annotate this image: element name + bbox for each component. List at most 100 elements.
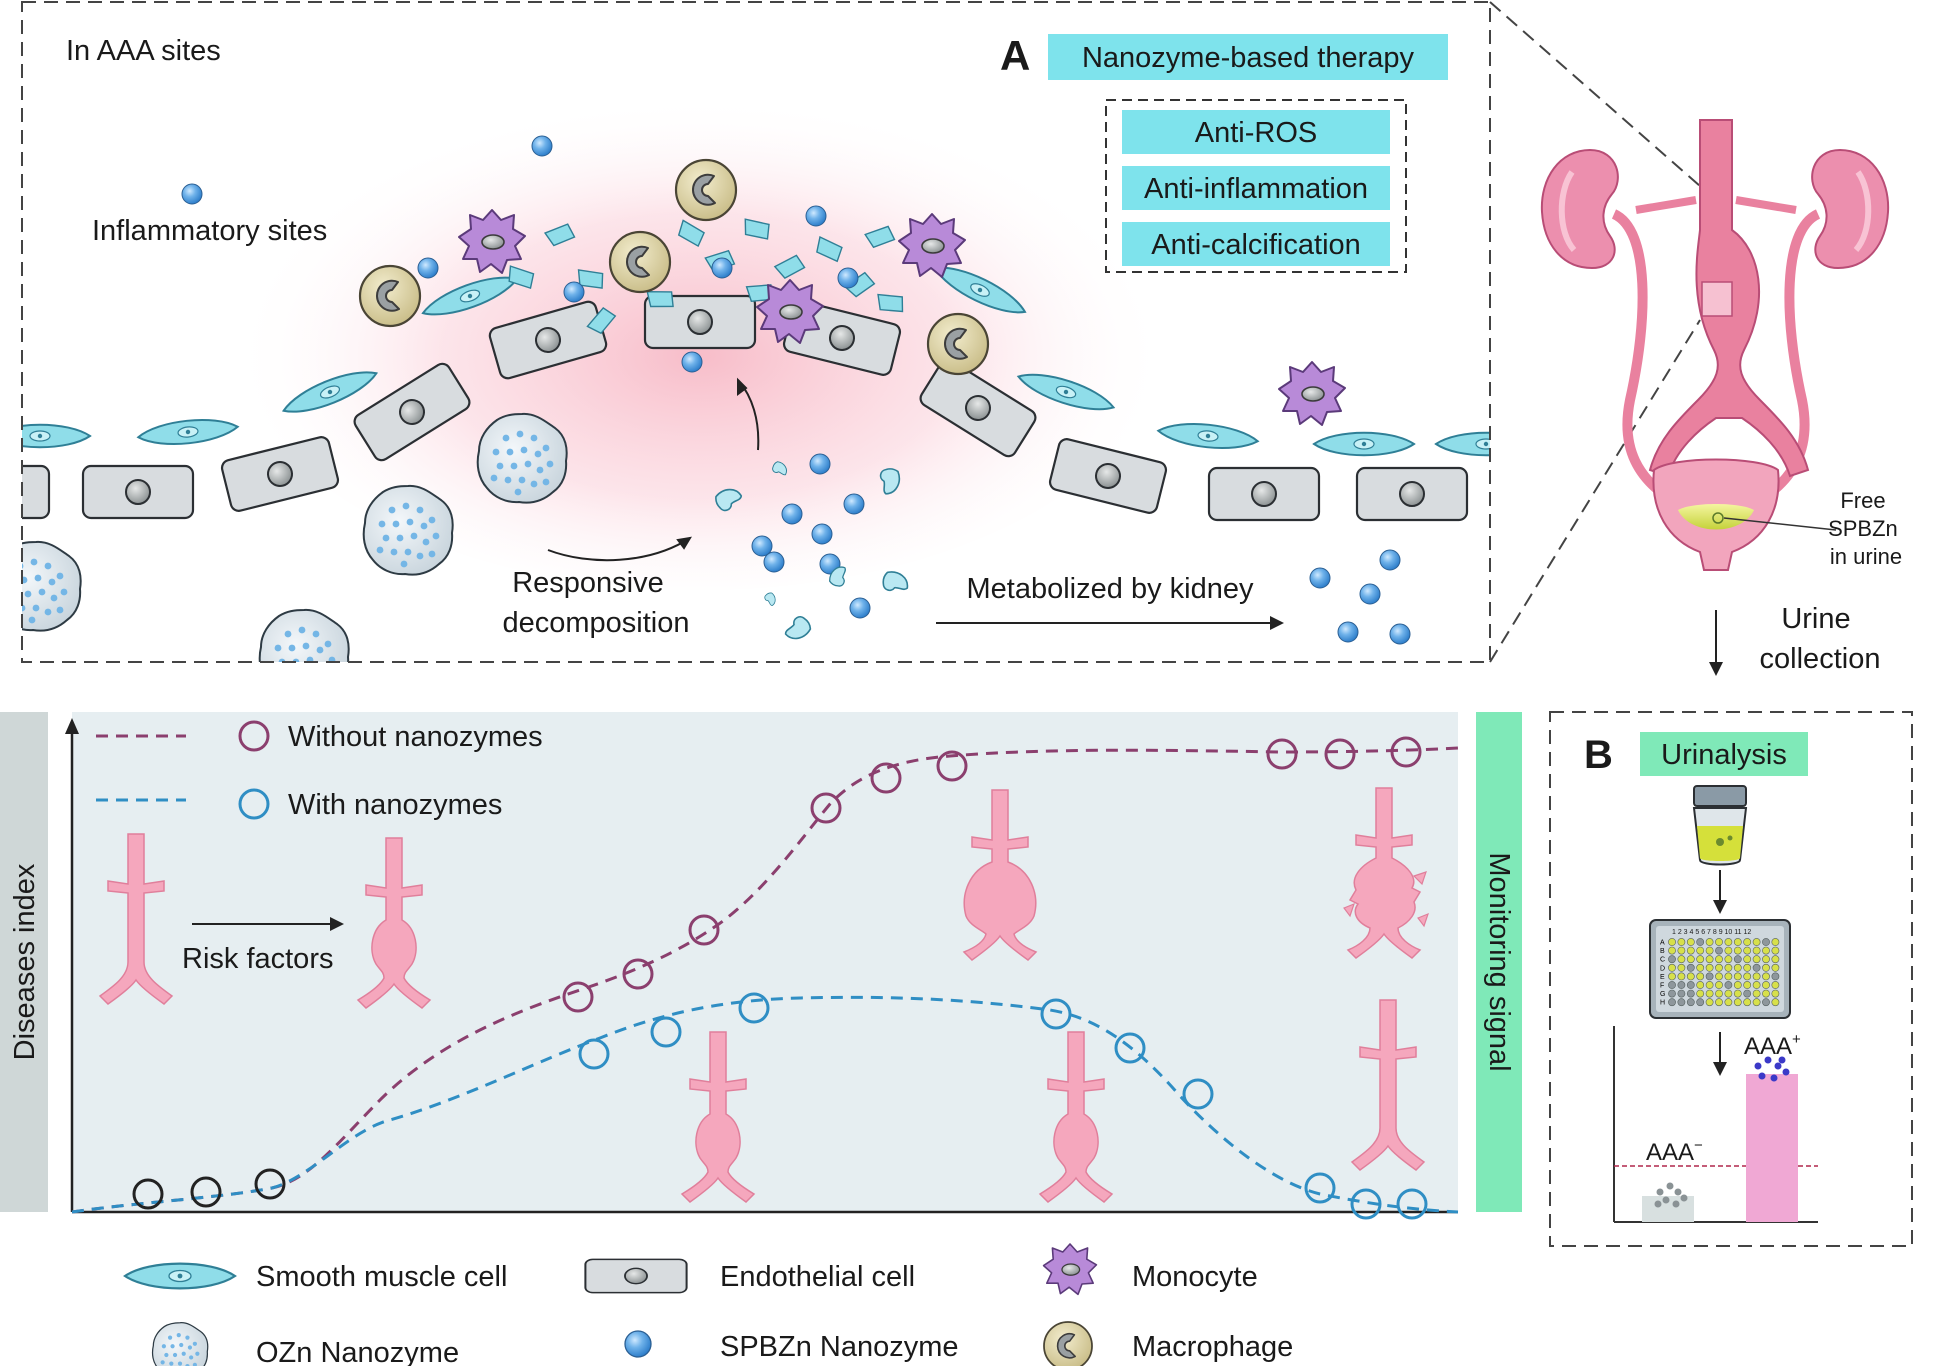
plate-well: [1668, 989, 1676, 998]
plate-well: [1677, 938, 1686, 946]
plate-well: [1771, 963, 1780, 972]
monitor-label: Monitoring signal: [1483, 852, 1515, 1071]
plate-well: [1724, 989, 1733, 998]
plate-well: [1696, 989, 1705, 998]
plot-y-arrow: [65, 718, 79, 734]
key-macrophage-icon: [1043, 1321, 1093, 1366]
macrophage: [926, 312, 990, 376]
plate-well: [1733, 989, 1742, 998]
effect-box: [1122, 110, 1390, 154]
plate-row-label: E: [1660, 974, 1665, 981]
plate-well: [1677, 955, 1686, 964]
plate-well: [1705, 955, 1714, 964]
key-spbzn-icon: [624, 1330, 652, 1358]
decomposition-arrow: [547, 537, 691, 562]
plate-well: [1677, 963, 1686, 972]
plate-well: [1715, 955, 1723, 964]
plate-well: [1705, 938, 1714, 946]
plate-well: [1762, 998, 1770, 1007]
plate-well: [1762, 989, 1770, 998]
inflammatory-label: Inflammatory sites: [92, 215, 327, 247]
plate-well: [1752, 955, 1761, 964]
plate-row-label: A: [1660, 940, 1665, 947]
plate-well: [1696, 963, 1705, 972]
plate-well: [1762, 955, 1770, 964]
plate-row-label: H: [1660, 1000, 1665, 1007]
key-endo-icon: [584, 1258, 688, 1294]
plate-well: [1771, 989, 1780, 998]
curve-with-nanozymes: [71, 995, 1459, 1214]
markers-without: [562, 736, 1422, 1013]
plate-well: [1696, 946, 1705, 955]
markers-with: [578, 992, 1428, 1220]
urine: [1678, 504, 1754, 530]
cup-arrow-head: [1713, 900, 1727, 914]
plate-well: [1715, 963, 1723, 972]
key-smc-label: Smooth muscle cell: [256, 1261, 507, 1293]
plate-well: [1686, 998, 1695, 1007]
plate-well: [1733, 946, 1742, 955]
plate-row-label: C: [1660, 957, 1665, 964]
urinalysis-title: Urinalysis: [1661, 739, 1787, 771]
ureter-right: [1757, 209, 1821, 505]
key-macrophage-label: Macrophage: [1132, 1331, 1293, 1363]
plate-well: [1733, 998, 1742, 1007]
zoom-line-top: [1489, 1, 1701, 187]
free-line-1: Free: [1840, 488, 1885, 513]
plate-well: [1743, 946, 1752, 955]
legend-with-label: With nanozymes: [288, 789, 502, 821]
plate-well: [1752, 989, 1761, 998]
effect-anti-calcification: Anti-calcification: [1151, 229, 1361, 261]
plate-well: [1715, 989, 1723, 998]
urine-line-2: collection: [1760, 643, 1881, 675]
macrophage: [608, 230, 672, 294]
plate-well: [1733, 981, 1742, 989]
plate-row-label: D: [1660, 965, 1665, 972]
plate-well: [1677, 972, 1686, 981]
kidney-label: Metabolized by kidney: [967, 573, 1254, 605]
zoom-line-bottom: [1489, 319, 1701, 663]
plate-well: [1752, 938, 1761, 946]
urinary-anatomy: [1540, 119, 1890, 571]
free-callout-line: [1723, 517, 1837, 531]
panel-a: In AAA sites Inflammatory sites A Nanozy…: [21, 1, 1491, 663]
plate-well: [1705, 998, 1714, 1007]
plate-well: [1668, 963, 1676, 972]
key-endo-label: Endothelial cell: [720, 1261, 915, 1293]
plate-well: [1668, 998, 1676, 1007]
plate-well: [1668, 981, 1676, 989]
panel-a-frame: [21, 1, 1491, 663]
plot-background: [72, 712, 1458, 1212]
neg-dots: [1654, 1182, 1688, 1208]
urine-arrow-head: [1709, 662, 1723, 676]
pos-dots: [1754, 1056, 1790, 1082]
plate-well: [1733, 972, 1742, 981]
effect-anti-inflammation: Anti-inflammation: [1144, 173, 1368, 205]
risk-arrow-head: [330, 917, 344, 931]
plate-well: [1762, 963, 1770, 972]
plate-row-label: G: [1660, 991, 1665, 998]
key-smc-icon: [123, 1262, 237, 1290]
plate-well: [1752, 946, 1761, 955]
plate-well: [1724, 955, 1733, 964]
key-monocyte-label: Monocyte: [1132, 1261, 1258, 1293]
aaa-pos-text: AAA: [1744, 1033, 1792, 1060]
ureter-left: [1611, 209, 1675, 505]
risk-label: Risk factors: [182, 943, 333, 975]
plate-well: [1705, 972, 1714, 981]
plate-well: [1724, 981, 1733, 989]
legend-key: Smooth muscle cell Endothelial cell Mono…: [123, 1243, 1293, 1366]
plate-well: [1696, 972, 1705, 981]
legend-without-marker: [238, 720, 270, 752]
macrophage: [358, 264, 422, 328]
plate-well: [1724, 963, 1733, 972]
plate-well: [1762, 972, 1770, 981]
urine-cup-icon: [1692, 785, 1748, 866]
plate-well: [1677, 989, 1686, 998]
plate-well: [1696, 955, 1705, 964]
plate-well: [1762, 938, 1770, 946]
plate-well: [1668, 972, 1676, 981]
plate-well: [1771, 981, 1780, 989]
plate-well: [1705, 981, 1714, 989]
